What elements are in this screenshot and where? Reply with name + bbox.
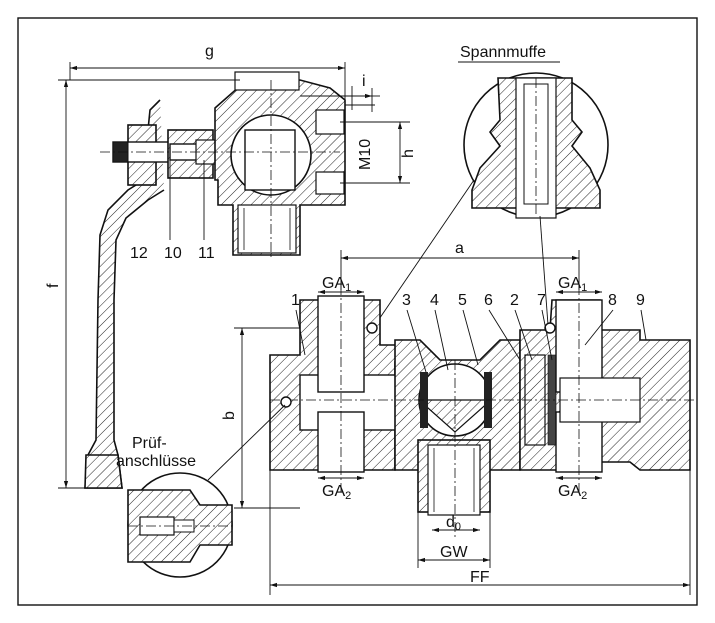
dim-label-ga1-left: GA1: [322, 275, 351, 294]
dim-label-d0: d0: [446, 514, 461, 533]
pruef-leader: [207, 404, 286, 481]
spannmuffe-leader-2: [539, 215, 549, 326]
part-number-4: 4: [430, 292, 439, 309]
dim-label-ga2-right: GA2: [558, 483, 587, 502]
dim-label-m10: M10: [357, 139, 374, 170]
part-leaders: [295, 309, 647, 373]
spannmuffe-detail: [463, 72, 609, 219]
spannmuffe-leader: [372, 179, 475, 329]
label-pruef-1: Prüf-: [132, 435, 167, 452]
dim-label-ff: FF: [470, 569, 490, 586]
dim-label-a: a: [455, 240, 464, 257]
part-number-3: 3: [402, 292, 411, 309]
top-boss: [234, 71, 300, 91]
label-spannmuffe: Spannmuffe: [460, 44, 546, 61]
mount-hole-top: [315, 109, 345, 135]
dim-label-gw: GW: [440, 544, 468, 561]
part-number-9: 9: [636, 292, 645, 309]
part-number-10: 10: [164, 245, 182, 262]
label-pruef-2: anschlüsse: [116, 453, 196, 470]
dim-label-g: g: [205, 43, 214, 60]
side-port: [237, 204, 297, 254]
part-number-12: 12: [130, 245, 148, 262]
lever-grip: [84, 454, 123, 489]
dim-label-ga2-left: GA2: [322, 483, 351, 502]
dim-label-f: f: [45, 283, 62, 288]
dimensions-main: [234, 250, 691, 595]
dim-label-h: h: [400, 149, 417, 158]
side-port-thread: [243, 208, 291, 250]
side-view: [84, 71, 346, 489]
part-number-6: 6: [484, 292, 493, 309]
ball-bore: [244, 129, 296, 191]
dim-label-i: i: [362, 73, 366, 90]
dim-label-ga1-right: GA1: [558, 275, 587, 294]
dim-label-b: b: [221, 411, 238, 420]
part-number-5: 5: [458, 292, 467, 309]
main-section: [269, 285, 695, 540]
part-number-1: 1: [291, 292, 300, 309]
part-number-8: 8: [608, 292, 617, 309]
dimensions-side: [58, 62, 410, 489]
part-number-11: 11: [198, 245, 215, 262]
part-number-2: 2: [510, 292, 519, 309]
mount-hole-bottom: [315, 171, 345, 195]
drawing-frame: [17, 17, 698, 606]
part-number-7: 7: [537, 292, 546, 309]
pruefanschluesse-detail: [127, 472, 233, 578]
